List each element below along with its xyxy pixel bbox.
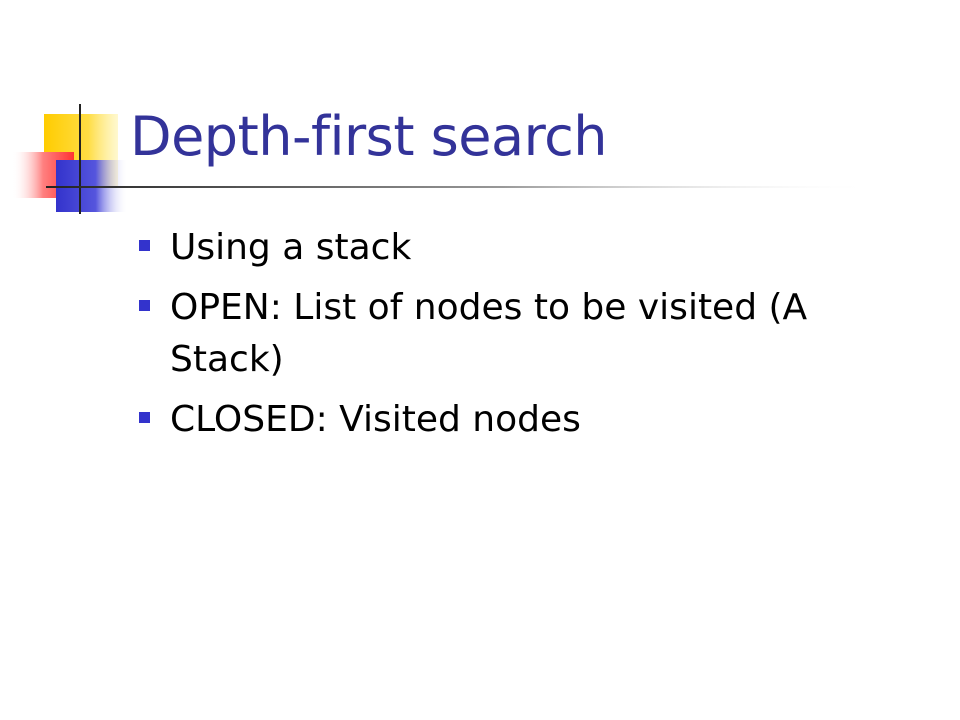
bullet-item: CLOSED: Visited nodes [130, 394, 890, 446]
bullet-text: OPEN: List of nodes to be visited (A Sta… [170, 287, 808, 380]
bullet-list: Using a stack OPEN: List of nodes to be … [130, 222, 890, 454]
bullet-item: Using a stack [130, 222, 890, 274]
bullet-square-icon [139, 300, 150, 311]
bullet-text: Using a stack [170, 227, 412, 268]
bullet-item: OPEN: List of nodes to be visited (A Sta… [130, 282, 890, 386]
vertical-rule [79, 104, 81, 214]
slide-title: Depth-first search [130, 105, 608, 168]
bullet-text: CLOSED: Visited nodes [170, 399, 581, 440]
bullet-square-icon [139, 412, 150, 423]
bullet-square-icon [139, 240, 150, 251]
title-underline [46, 186, 876, 188]
title-decoration [12, 104, 876, 214]
